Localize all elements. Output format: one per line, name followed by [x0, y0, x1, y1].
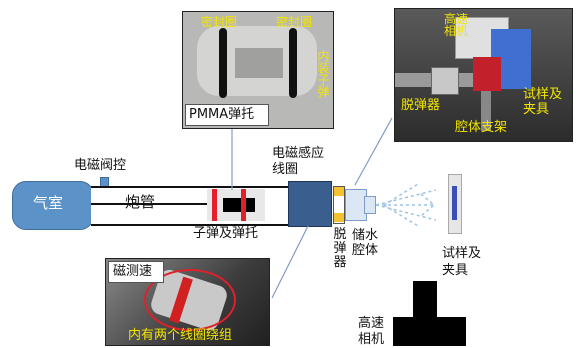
pmma-caption: PMMA弹托: [189, 107, 255, 122]
red-cavity: [473, 57, 501, 91]
setup-specimen-label: 试样及夹具: [523, 87, 563, 117]
bullet: [223, 198, 255, 212]
support-post: [481, 91, 491, 131]
sabot: [207, 189, 265, 221]
barrel-bore-line: [91, 203, 207, 205]
em-coil-label: 电磁感应线圈: [272, 146, 325, 177]
magnet-caption: 磁测速: [113, 264, 153, 279]
pmma-seal-ring-right-label: 密封圈: [276, 15, 313, 29]
sabot-ring-left: [212, 189, 217, 221]
inner-bullet-shadow: [235, 48, 283, 78]
hs-camera-label: 高速相机: [358, 316, 385, 347]
specimen: [452, 186, 457, 220]
water-spray: [376, 183, 437, 227]
bullet-sabot-label: 子弹及弹托: [193, 226, 259, 241]
water-cavity-nozzle: [364, 196, 376, 214]
stripper: [333, 186, 345, 224]
pmma-seal-ring-left-label: 密封圈: [201, 15, 238, 29]
stripper-block: [431, 67, 459, 95]
gas-chamber-label: 气室: [33, 194, 64, 212]
specimen-fixture-label: 试样及夹具: [442, 246, 482, 278]
gas-chamber: 气室: [12, 181, 94, 230]
solenoid-valve-label: 电磁阀控: [74, 158, 127, 173]
setup-camera-label: 高速相机: [443, 12, 468, 38]
coil-windings-label: 内有两个线圈绕组: [128, 328, 233, 343]
seal-ring-right: [289, 28, 297, 98]
setup-stripper-label: 脱弹器: [401, 98, 441, 113]
water-cavity-label: 储水腔体: [352, 228, 379, 258]
pmma-inner-bullet-label: 内装子弹: [317, 49, 330, 99]
magnet-caption-box: 磁测速: [108, 261, 164, 283]
setup-cavity-support-label: 腔体支架: [455, 120, 508, 135]
stripper-top: [334, 187, 344, 196]
sabot-ring-right: [241, 189, 246, 221]
em-coil: [288, 181, 332, 227]
pmma-sabot-photo: 密封圈 密封圈 内装子弹 PMMA弹托: [182, 11, 334, 129]
stripper-label: 脱弹器: [333, 227, 347, 270]
hs-camera-top: [413, 281, 437, 319]
seal-ring-left: [219, 28, 227, 98]
coil-highlight-ellipse: [144, 269, 236, 331]
stripper-bottom: [334, 213, 344, 222]
hs-camera-body: [393, 317, 466, 346]
setup-photo: 高速相机 脱弹器 腔体支架 试样及夹具: [394, 8, 573, 142]
pmma-caption-box: PMMA弹托: [185, 104, 269, 126]
magnet-speed-photo: 磁测速 内有两个线圈绕组: [105, 258, 270, 346]
barrel-label: 炮管: [125, 193, 156, 211]
